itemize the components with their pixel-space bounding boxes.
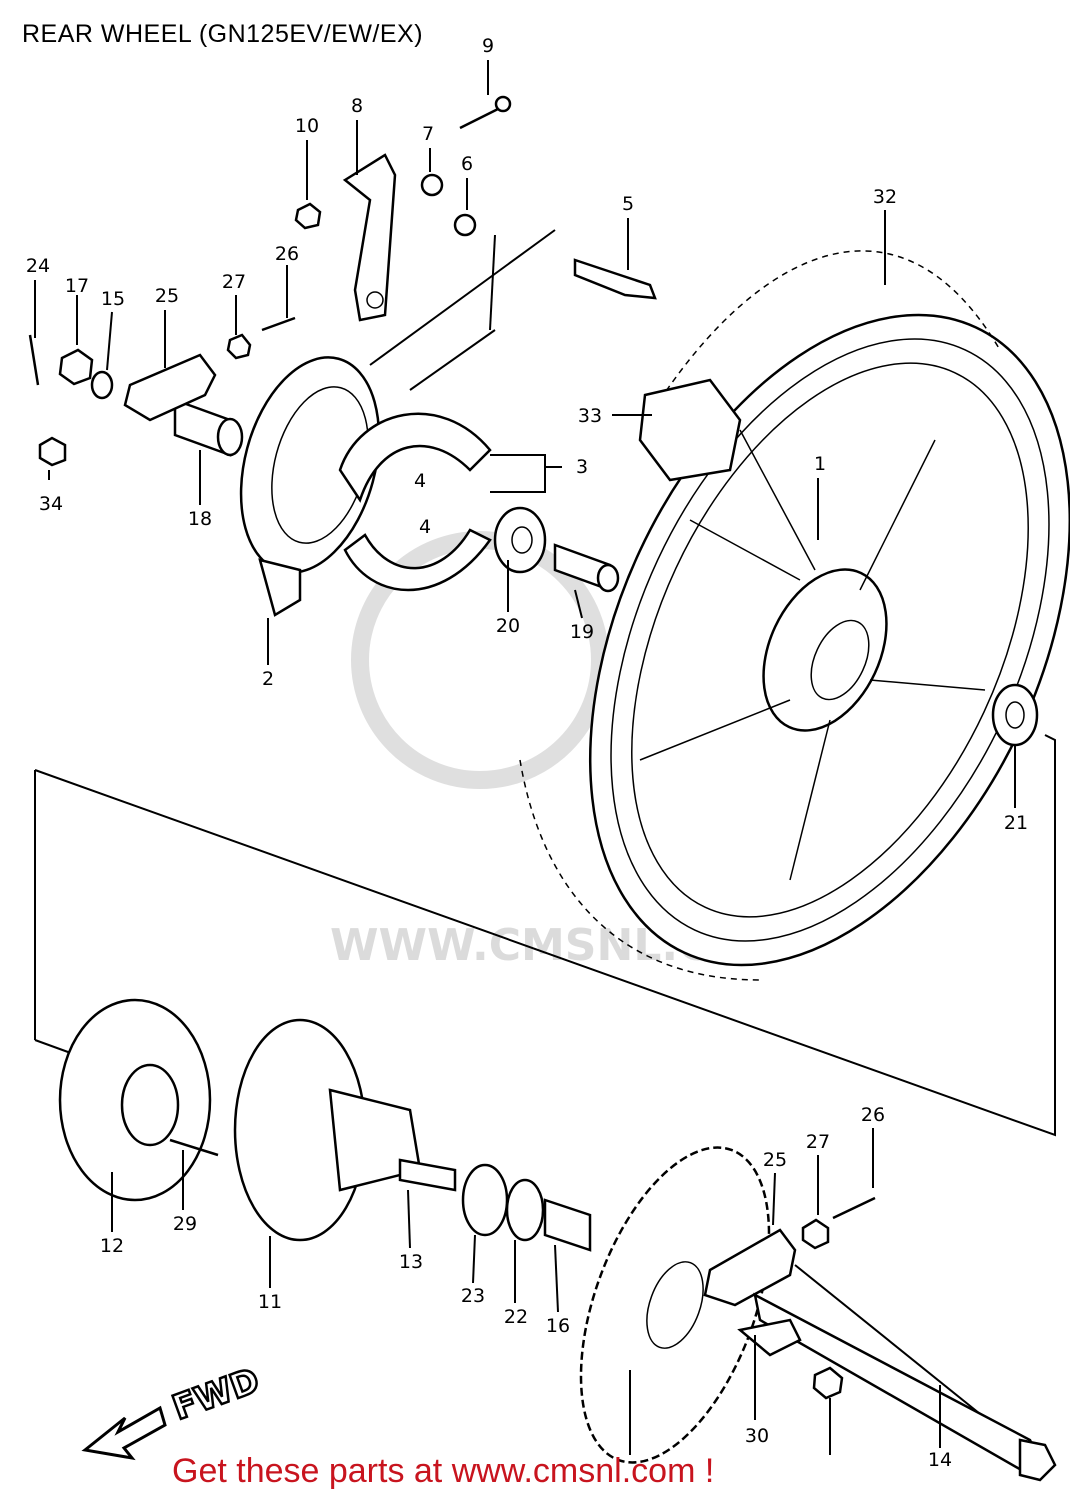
nut-10	[294, 202, 322, 230]
part-label-30: 30	[745, 1425, 769, 1447]
fwd-arrow: FWD	[81, 1359, 266, 1461]
bearing-21	[991, 683, 1039, 747]
brake-shoes	[338, 412, 492, 592]
part-label-2: 2	[262, 668, 274, 690]
part-label-10: 10	[295, 115, 319, 137]
spacer-18	[173, 398, 244, 457]
part-label-32: 32	[873, 186, 897, 208]
part-label-16: 16	[546, 1315, 570, 1337]
nut-34	[38, 436, 67, 467]
part-label-29: 29	[173, 1213, 197, 1235]
torque-link-25b	[703, 1228, 797, 1307]
part-label-18: 18	[188, 508, 212, 530]
diagram-title: REAR WHEEL (GN125EV/EW/EX)	[22, 20, 424, 48]
bolt-9	[459, 95, 512, 130]
spacer-13	[398, 1158, 457, 1192]
adjuster-30	[737, 1318, 802, 1357]
oil-seal-22	[505, 1178, 545, 1242]
part-label-34: 34	[39, 493, 63, 515]
part-label-13: 13	[399, 1251, 423, 1273]
part-label-7: 7	[422, 123, 434, 145]
part-label-12: 12	[100, 1235, 124, 1257]
rear-wheel-rim	[519, 250, 1070, 981]
bolt-26b	[832, 1196, 876, 1220]
damper-12	[58, 998, 212, 1202]
part-label-23: 23	[461, 1285, 485, 1307]
part-label-4: 4	[414, 470, 426, 492]
nut-31	[812, 1366, 844, 1400]
washer-7	[420, 173, 444, 197]
cotter-pin-24	[28, 334, 40, 386]
part-label-9: 9	[482, 35, 494, 57]
part-label-6: 6	[461, 153, 473, 175]
washer-15	[90, 370, 114, 400]
part-label-22: 22	[504, 1306, 528, 1328]
part-label-19: 19	[570, 621, 594, 643]
part-label-27-lower: 27	[806, 1131, 830, 1153]
leader-lines	[34, 60, 1016, 1455]
bearing-20	[493, 506, 547, 574]
nut-27	[226, 333, 252, 360]
part-label-25: 25	[155, 285, 179, 307]
footer-link[interactable]: Get these parts at www.cmsnl.com !	[172, 1452, 715, 1490]
part-label-4-lower: 4	[419, 516, 431, 538]
part-label-8: 8	[351, 95, 363, 117]
spacer-16	[543, 1198, 592, 1252]
part-label-17: 17	[65, 275, 89, 297]
castle-nut-17	[58, 348, 94, 386]
part-labels: 9 10 8 7 6 5 32 24 17 15 25 27 26 33 1 3…	[26, 35, 1028, 1471]
spacer-19	[553, 543, 620, 593]
part-label-21: 21	[1004, 812, 1028, 834]
axle-14	[753, 1292, 1057, 1482]
bolt-26	[261, 316, 296, 332]
part-label-14: 14	[928, 1449, 952, 1471]
valve-5	[573, 258, 657, 300]
part-label-20: 20	[496, 615, 520, 637]
tube-33	[638, 378, 742, 482]
part-label-24: 24	[26, 255, 50, 277]
part-label-33: 33	[578, 405, 602, 427]
fwd-label: FWD	[167, 1360, 264, 1428]
bolt-29	[169, 1138, 219, 1157]
part-label-5: 5	[622, 193, 634, 215]
nut-27b	[801, 1218, 830, 1250]
torque-link-25	[123, 353, 217, 422]
bearing-23	[461, 1163, 509, 1237]
part-label-11: 11	[258, 1291, 282, 1313]
part-label-26: 26	[275, 243, 299, 265]
hub-11	[233, 1018, 422, 1242]
wheel-spokes	[639, 429, 986, 881]
part-label-26-lower: 26	[861, 1104, 885, 1126]
part-label-3: 3	[576, 456, 588, 478]
brake-cam-lever-8	[342, 153, 397, 322]
part-label-25-lower: 25	[763, 1149, 787, 1171]
part-label-1: 1	[814, 453, 826, 475]
brake-panel	[239, 356, 381, 617]
part-label-15: 15	[101, 288, 125, 310]
o-ring-6	[453, 213, 477, 237]
part-label-27: 27	[222, 271, 246, 293]
